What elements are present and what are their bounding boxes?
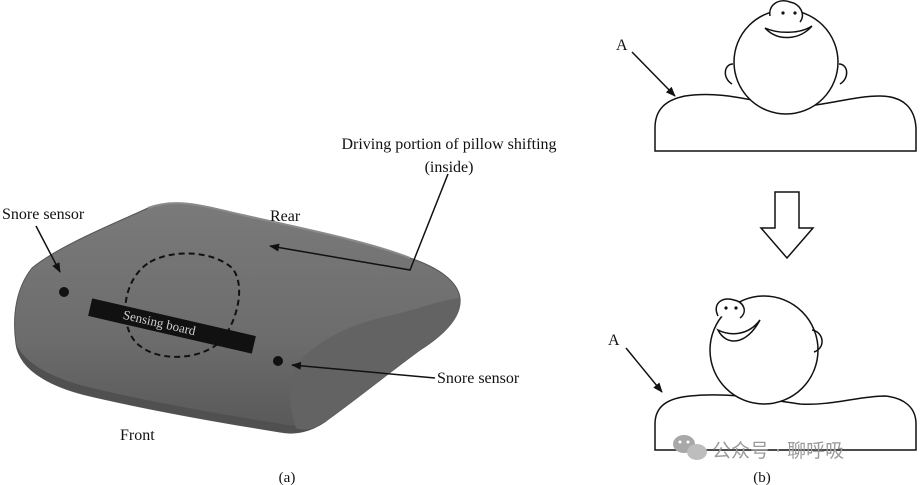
pillow-body [14, 202, 461, 434]
head-top [724, 0, 848, 115]
driving-portion-label-line1: Driving portion of pillow shifting [341, 136, 556, 153]
label-a-top-arrow [631, 51, 676, 97]
label-a-top: A [616, 37, 628, 54]
watermark: 公众号 · 聊呼吸 [673, 435, 844, 462]
panel-b-caption: (b) [753, 470, 771, 485]
snore-sensor-left-dot [59, 287, 69, 297]
front-label: Front [120, 427, 155, 444]
panel-a-caption: (a) [279, 470, 296, 485]
driving-portion-label-line2: (inside) [425, 159, 474, 176]
pillow-bottom-outline [654, 394, 917, 451]
snore-sensor-right-dot [273, 356, 283, 366]
head-bottom [709, 295, 823, 405]
panel-b: A A (b) [608, 0, 917, 485]
watermark-text: 公众号 · 聊呼吸 [712, 440, 844, 462]
label-a-bottom: A [608, 332, 620, 349]
snore-sensor-right-arrow [291, 361, 436, 379]
transition-down-arrow [759, 191, 815, 260]
snore-sensor-left-label: Snore sensor [2, 206, 85, 223]
panel-a: Sensing board Snore sensor Rear Driving … [2, 136, 557, 485]
snore-sensor-left-arrow [35, 225, 61, 273]
wechat-icon [673, 435, 707, 460]
driving-portion-arrow [269, 173, 449, 271]
rear-label: Rear [270, 208, 301, 225]
label-a-bottom-arrow [625, 347, 663, 393]
snore-sensor-right-label: Snore sensor [437, 370, 520, 387]
